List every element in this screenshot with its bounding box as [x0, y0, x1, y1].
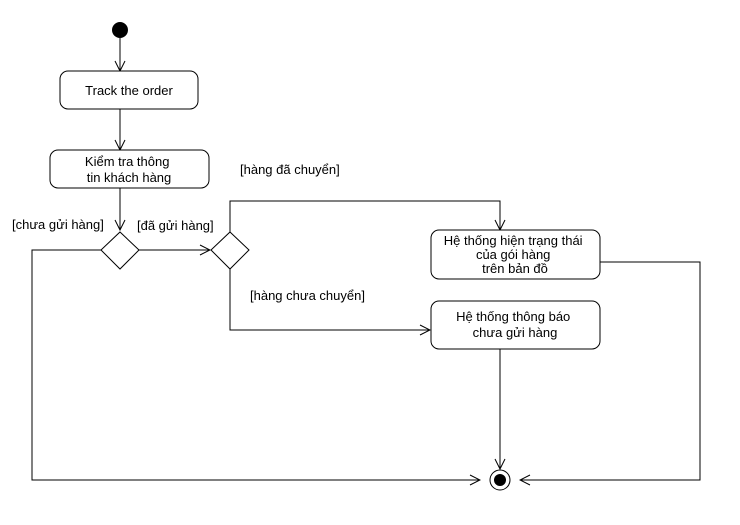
action-track-order[interactable]: Track the order — [59, 70, 199, 110]
action-show-status-line-1: Hệ thống hiện trạng thái — [444, 233, 583, 248]
edge-decision-1-to-final — [31, 249, 480, 480]
action-notify-line-1: Hệ thống thông báo — [456, 309, 570, 324]
action-show-package-status[interactable]: Hệ thống hiện trạng thái của gói hàng tr… — [430, 229, 601, 280]
action-notify-line-2: chưa gửi hàng — [473, 325, 558, 340]
action-show-status-line-2: của gói hàng — [476, 247, 550, 262]
decision-node-2 — [210, 231, 250, 270]
edge-decision-2-to-notify — [229, 269, 430, 330]
action-check-line-2: tin khách hàng — [87, 170, 172, 185]
svg-text:Hệ thống hiện trạng thái: Hệ thống hiện trạng thái của gói hàng tr… — [444, 233, 586, 276]
action-check-customer-info[interactable]: Kiểm tra thông tin khách hàng — [49, 149, 210, 189]
decision-node-1 — [100, 231, 140, 270]
svg-text:Kiểm tra thông tin khách: Kiểm tra thông tin khách hàng — [85, 154, 173, 185]
action-show-status-line-3: trên bản đồ — [482, 261, 548, 276]
guard-shipped: [hàng đã chuyển] — [240, 162, 340, 177]
edge-show-status-to-final — [520, 261, 701, 480]
guard-not-sent: [chưa gửi hàng] — [12, 217, 104, 232]
svg-text:Hệ thống thông báo chưa: Hệ thống thông báo chưa gửi hàng — [456, 309, 574, 340]
action-track-order-label: Track the order — [85, 83, 173, 98]
initial-node — [112, 22, 128, 38]
final-node — [489, 469, 511, 491]
action-notify-not-sent[interactable]: Hệ thống thông báo chưa gửi hàng — [430, 300, 601, 350]
guard-sent: [đã gửi hàng] — [137, 218, 214, 233]
guard-not-shipped: [hàng chưa chuyển] — [250, 288, 365, 303]
action-check-line-1: Kiểm tra thông — [85, 154, 170, 169]
edge-decision-2-to-show-status — [229, 200, 500, 232]
